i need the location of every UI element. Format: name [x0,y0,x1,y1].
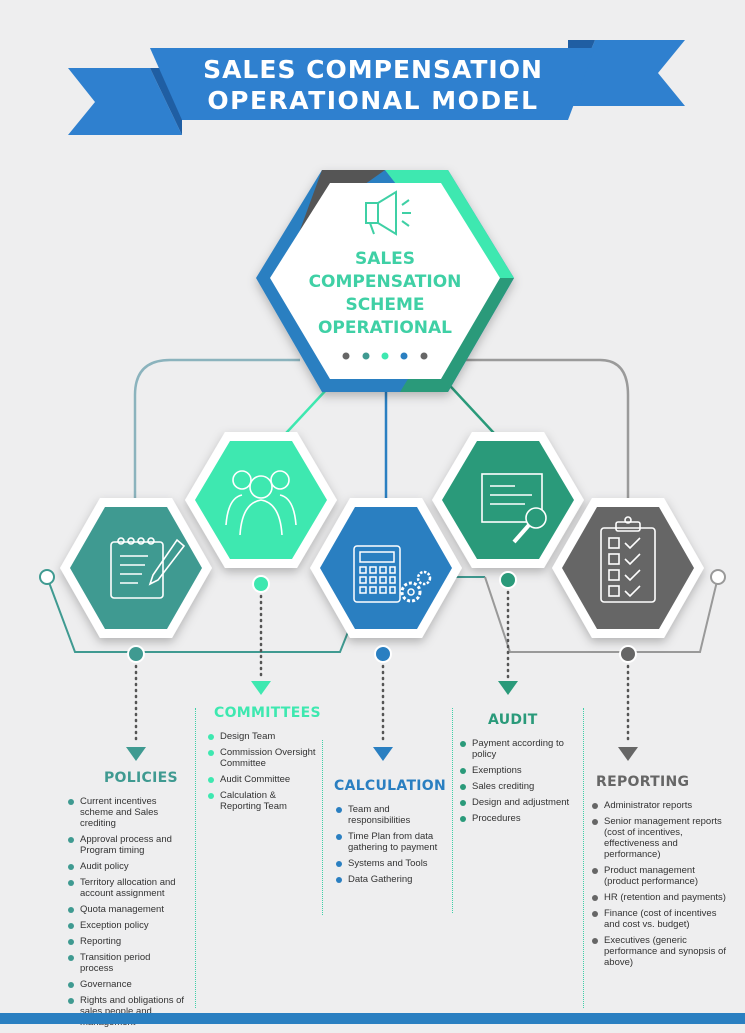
separator-1 [195,708,196,1008]
list-item: Exemptions [460,765,580,776]
list-item: Calculation & Reporting Team [208,790,318,812]
hex-calculation [310,498,462,638]
node-policies [127,645,145,663]
center-text-line-4: OPERATIONAL [318,318,452,338]
list-item: Administrator reports [592,800,730,811]
list-item: Executives (generic performance and syno… [592,935,730,968]
node-audit [499,571,517,589]
list-item: Commission Oversight Committee [208,747,318,769]
people-group-icon [225,470,297,536]
node-left-end [39,569,55,585]
list-item: Time Plan from data gathering to payment [336,831,448,853]
arrow-policies [126,747,146,761]
connector-policies [133,358,300,505]
list-item: Territory allocation and account assignm… [68,877,186,899]
column-reporting: REPORTING Administrator reports Senior m… [592,774,730,973]
node-reporting [619,645,637,663]
node-right-end [710,569,726,585]
audit-heading: AUDIT [488,712,538,728]
center-text-line-3: SCHEME [345,295,424,315]
center-hex-face [270,183,500,379]
separator-2 [322,740,323,915]
list-item: Quota management [68,904,186,915]
list-item: HR (retention and payments) [592,892,730,903]
committees-list: Design Team Commission Oversight Committ… [208,731,318,812]
node-circles [39,569,726,663]
list-item: Design and adjustment [460,797,580,808]
megaphone-icon [365,190,411,236]
arrow-heads [126,681,638,761]
list-item: Reporting [68,936,186,947]
hex-committees [185,432,337,568]
center-dots [342,352,428,360]
calculator-gear-icon [353,545,432,603]
list-item: Audit Committee [208,774,318,785]
node-calculation [374,645,392,663]
separator-4 [583,708,584,1008]
reporting-heading: REPORTING [596,774,690,790]
list-item: Systems and Tools [336,858,448,869]
list-item: Senior management reports (cost of incen… [592,816,730,860]
committees-heading: COMMITTEES [214,705,321,721]
center-text-line-2: COMPENSATION [309,272,462,292]
list-item: Finance (cost of incentives and cost vs.… [592,908,730,930]
document-magnifier-icon [481,473,547,544]
arrow-audit [498,681,518,695]
list-item: Current incentives scheme and Sales cred… [68,796,186,829]
audit-list: Payment according to policy Exemptions S… [460,738,580,824]
checklist-clipboard-icon [600,516,656,603]
list-item: Data Gathering [336,874,448,885]
policies-heading: POLICIES [104,770,178,786]
list-item: Design Team [208,731,318,742]
list-item: Product management (product performance) [592,865,730,887]
calculation-heading: CALCULATION [334,778,447,794]
list-item: Procedures [460,813,580,824]
list-item: Transition period process [68,952,186,974]
column-calculation: CALCULATION Team and responsibilities Ti… [334,778,448,890]
arrow-committees [251,681,271,695]
hex-policies [60,498,212,638]
column-policies: POLICIES Current incentives scheme and S… [68,770,186,1033]
column-committees: COMMITTEES Design Team Commission Oversi… [208,705,321,817]
list-item: Team and responsibilities [336,804,448,826]
connector-reporting [445,358,630,505]
dotted-arrows [134,590,630,746]
arrow-calculation [373,747,393,761]
banner-left-ribbon [68,68,182,135]
hex-reporting [552,498,704,638]
list-item: Sales crediting [460,781,580,792]
bottom-bar [0,1013,745,1024]
base-right-line [484,576,719,653]
hex-audit [432,432,584,568]
arrow-reporting [618,747,638,761]
banner-main [150,48,595,120]
list-item: Governance [68,979,186,990]
notepad-pencil-icon [110,537,186,599]
list-item: Approval process and Program timing [68,834,186,856]
calculation-list: Team and responsibilities Time Plan from… [336,804,448,885]
separator-3 [452,708,453,913]
center-hexagon: SALES COMPENSATION SCHEME OPERATIONAL [256,170,514,392]
center-text-line-1: SALES [355,249,415,269]
list-item: Payment according to policy [460,738,580,760]
reporting-list: Administrator reports Senior management … [592,800,730,968]
title-line-2: OPERATIONAL MODEL [207,86,538,115]
title-banner: SALES COMPENSATION OPERATIONAL MODEL [68,40,685,135]
banner-right-ribbon [568,40,685,106]
list-item: Audit policy [68,861,186,872]
column-audit: AUDIT Payment according to policy Exempt… [460,712,580,829]
title-line-1: SALES COMPENSATION [203,55,543,84]
policies-list: Current incentives scheme and Sales cred… [68,796,186,1028]
node-committees [252,575,270,593]
list-item: Exception policy [68,920,186,931]
